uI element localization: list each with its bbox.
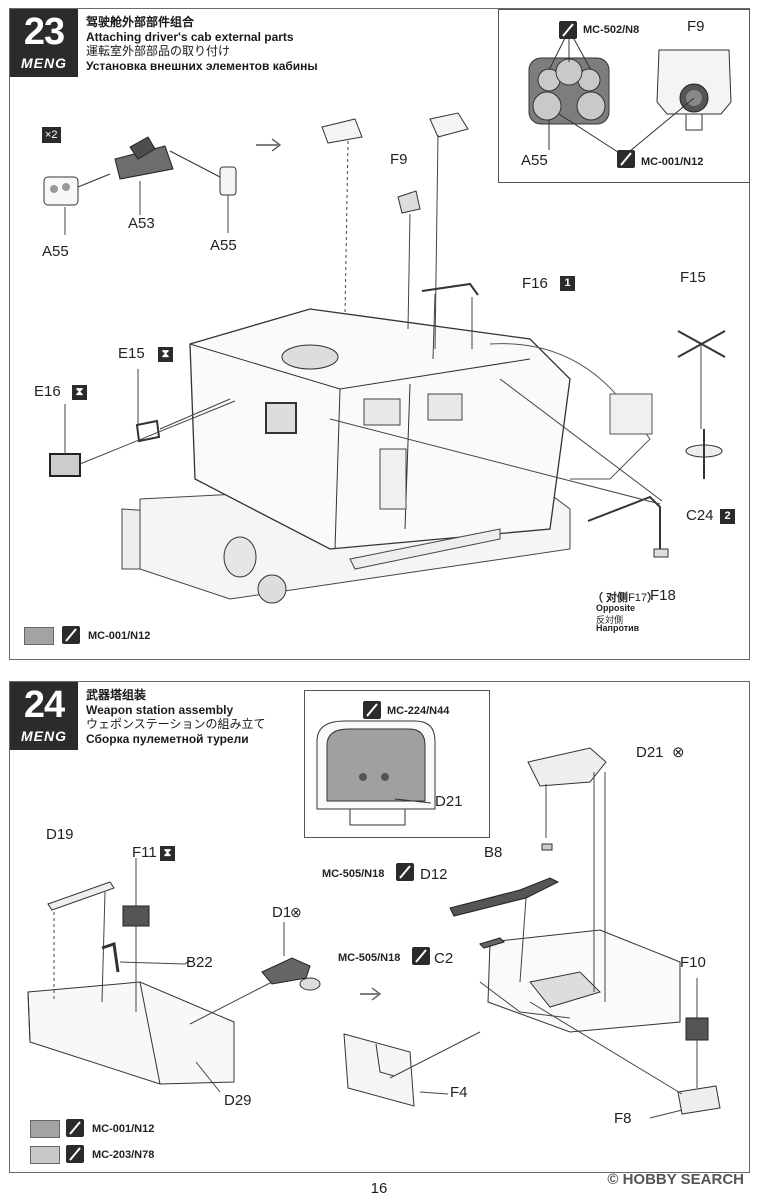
- part-label-d21: D21: [636, 744, 664, 761]
- step-24-title-en: Weapon station assembly: [86, 702, 234, 717]
- step-24-title-cn: 武器塔组装: [86, 688, 147, 702]
- brush-icon: [62, 626, 80, 644]
- part-label-f4: F4: [450, 1084, 468, 1101]
- part-label-f16: F16: [522, 275, 548, 292]
- step-23-inset: MC-502/N8 F9 A55 MC-001/N12: [498, 9, 750, 183]
- part-label-c24: C24: [686, 507, 714, 524]
- inset-paint-mc001: MC-001/N12: [641, 156, 704, 168]
- part-label-e16: E16: [34, 383, 61, 400]
- part-label-d19: D19: [46, 826, 74, 843]
- paint-code-1: MC-001/N12: [92, 1123, 155, 1135]
- part-label-b22: B22: [186, 954, 213, 971]
- paint-swatch: [24, 627, 54, 645]
- opposite-label-line: （ 对侧F17）: [592, 589, 658, 605]
- part-label-a55-left: A55: [42, 243, 69, 260]
- inset-part-a55: A55: [521, 152, 548, 169]
- exclusive-icon: ⧗: [72, 385, 87, 400]
- step-23-title-jp: 運転室外部部品の取り付け: [86, 44, 231, 58]
- brush-icon: [617, 150, 635, 168]
- paint-code: MC-001/N12: [88, 630, 151, 642]
- paint-code-c2: MC-505/N18: [338, 952, 401, 964]
- opposite-suffix: ）: [647, 592, 659, 604]
- part-label-e15: E15: [118, 345, 145, 362]
- opposite-jp: 反対側: [596, 615, 624, 625]
- paint-code-d12: MC-505/N18: [322, 868, 385, 880]
- part-label-f15: F15: [680, 269, 706, 286]
- part-label-qty: ×2: [42, 127, 61, 143]
- step-24-title-jp: ウェポンステーションの組み立て: [86, 717, 266, 731]
- step-23-number-box: 23 MENG: [10, 9, 78, 77]
- part-label-f11: F11: [132, 844, 157, 861]
- inset-part-d21: D21: [435, 793, 463, 810]
- brush-icon: [559, 21, 577, 39]
- step-23-panel: 23 MENG 驾驶舱外部部件组合 Attaching driver's cab…: [9, 8, 750, 660]
- step-24-number: 24: [23, 684, 65, 726]
- inset-paint-mc502: MC-502/N8: [583, 24, 640, 36]
- page-number: 16: [370, 1180, 388, 1197]
- inset-part-f9: F9: [687, 18, 705, 35]
- brush-icon: [412, 947, 430, 965]
- paint-swatch-dark: [30, 1120, 60, 1138]
- inset-24-drawing: [316, 720, 436, 826]
- step-24-title-ru: Сборка пулеметной турели: [86, 731, 249, 746]
- step-23-title-cn: 驾驶舱外部部件组合: [86, 15, 195, 29]
- paint-swatch-light: [30, 1146, 60, 1164]
- brush-icon: [66, 1119, 84, 1137]
- brush-icon: [396, 863, 414, 881]
- optional-icon: ⊗: [290, 904, 302, 920]
- step-24-number-box: 24 MENG: [10, 682, 78, 750]
- part-label-f8: F8: [614, 1110, 632, 1127]
- brush-icon: [66, 1145, 84, 1163]
- optional-icon: ⊗: [672, 744, 685, 761]
- part-label-d29: D29: [224, 1092, 252, 1109]
- part-label-f10: F10: [680, 954, 706, 971]
- part-label-a55-right: A55: [210, 237, 237, 254]
- part-label-c2: C2: [434, 950, 454, 967]
- step-23-number: 23: [23, 11, 65, 53]
- step-24-titles: 武器塔组装 Weapon station assembly ウェポンステーション…: [86, 688, 266, 746]
- step-23-titles: 驾驶舱外部部件组合 Attaching driver's cab externa…: [86, 15, 318, 73]
- opposite-ru: Напротив: [596, 623, 640, 633]
- step-24-panel: 24 MENG 武器塔组装 Weapon station assembly ウェ…: [9, 681, 750, 1173]
- step-24-inset: MC-224/N44 D21: [304, 690, 490, 838]
- step-23-title-ru: Установка внешних элементов кабины: [86, 58, 318, 73]
- step-24-illustration: [27, 747, 721, 1119]
- step-badge-1: 1: [560, 276, 575, 291]
- inset-paint-mc224: MC-224/N44: [387, 705, 450, 717]
- step-23-illustration: [43, 112, 726, 604]
- watermark: © HOBBY SEARCH: [607, 1171, 744, 1188]
- exclusive-icon: ⧗: [158, 347, 173, 362]
- step-23-title-en: Attaching driver's cab external parts: [86, 29, 294, 44]
- part-label-d12: D12: [420, 866, 448, 883]
- step-23-brand: MENG: [21, 55, 67, 71]
- part-label-a53: A53: [128, 215, 155, 232]
- opposite-part: F17: [628, 592, 648, 604]
- part-label-d1: D1: [272, 904, 292, 921]
- opposite-prefix: （ 对侧: [592, 592, 629, 604]
- brush-icon: [363, 701, 381, 719]
- part-label-b8: B8: [484, 844, 503, 861]
- step-badge-2: 2: [720, 509, 735, 524]
- part-label-f18: F18: [650, 587, 676, 604]
- part-label-f9: F9: [390, 151, 408, 168]
- paint-code-2: MC-203/N78: [92, 1149, 155, 1161]
- opposite-en: Opposite: [596, 603, 636, 613]
- exclusive-icon: ⧗: [160, 846, 175, 861]
- step-24-brand: MENG: [21, 728, 67, 744]
